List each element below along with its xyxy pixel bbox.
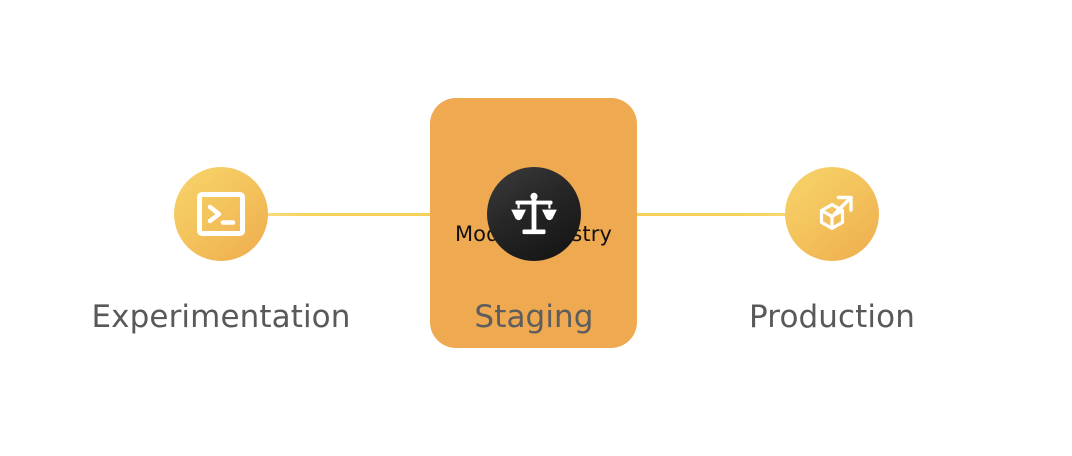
cube-deploy-arrow-icon (805, 187, 859, 241)
stage-label-staging: Staging (474, 299, 594, 335)
terminal-icon (195, 188, 247, 240)
stage-production[interactable]: Production (682, 0, 982, 456)
experimentation-node-circle[interactable] (174, 167, 268, 261)
stage-label-production: Production (749, 299, 915, 335)
balance-scale-icon (507, 187, 561, 241)
stage-label-experimentation: Experimentation (91, 299, 351, 335)
stage-experimentation[interactable]: Experimentation (71, 0, 371, 456)
connector-staging-to-production (556, 213, 806, 216)
connector-experimentation-to-staging (262, 213, 512, 216)
stage-staging[interactable]: Staging (384, 0, 684, 456)
production-node-circle[interactable] (785, 167, 879, 261)
staging-node-circle[interactable] (487, 167, 581, 261)
